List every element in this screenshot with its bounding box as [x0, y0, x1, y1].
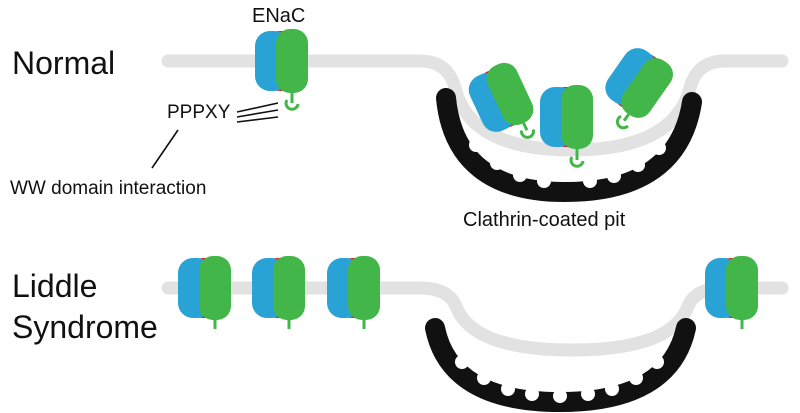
clathrin-coat-normal — [436, 88, 702, 203]
clathrin-coat-liddle — [425, 318, 696, 413]
label-normal: Normal — [12, 45, 115, 81]
enac-mutant-2 — [252, 256, 305, 329]
label-clathrin-pit: Clathrin-coated pit — [463, 209, 626, 231]
label-syndrome: Syndrome — [12, 309, 158, 345]
normal-membrane — [161, 54, 789, 157]
enac-internalized-center — [540, 85, 593, 168]
enac-mutant-4 — [705, 256, 758, 329]
label-ww-domain: WW domain interaction — [10, 178, 206, 199]
enac-mutant-1 — [178, 256, 231, 329]
enac-channel-normal — [255, 29, 308, 111]
label-enac: ENaC — [252, 5, 305, 27]
label-pppxy: PPPXY — [167, 102, 231, 123]
label-liddle: Liddle — [12, 268, 97, 304]
enac-mutant-3 — [327, 256, 380, 329]
enac-internalized-left — [462, 58, 539, 139]
pppxy-pointer-lines — [151, 102, 279, 169]
enac-internalized-right — [598, 40, 679, 130]
liddle-membrane — [161, 281, 789, 357]
